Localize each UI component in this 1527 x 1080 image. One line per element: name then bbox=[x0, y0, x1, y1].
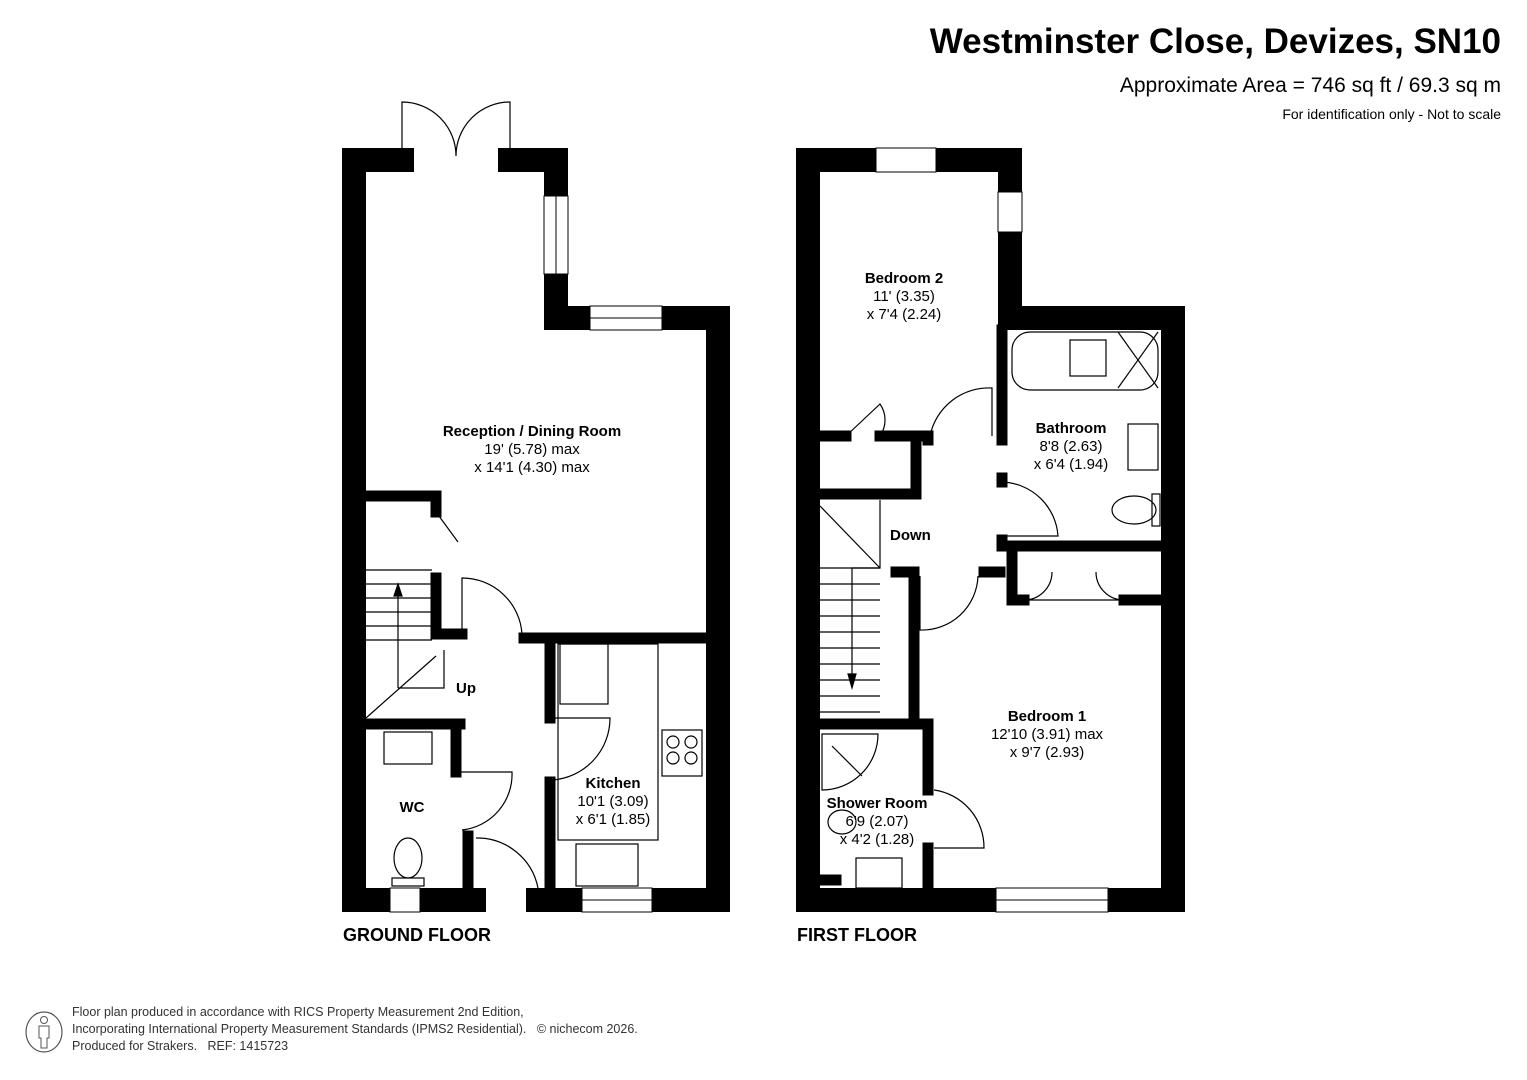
door bbox=[933, 789, 985, 849]
shower bbox=[821, 733, 879, 791]
room-dimension: 11' (3.35) bbox=[873, 288, 935, 305]
hob bbox=[661, 729, 703, 777]
footer-notes: Floor plan produced in accordance with R… bbox=[72, 1004, 638, 1055]
wc-fittings bbox=[383, 731, 433, 887]
door bbox=[550, 717, 611, 781]
room-name: Bedroom 1 bbox=[1008, 708, 1086, 725]
room-dimension: 10'1 (3.09) bbox=[577, 793, 648, 810]
room-name: Bathroom bbox=[1036, 420, 1107, 437]
copyright: © nichecom 2026. bbox=[536, 1022, 638, 1036]
first-floor-internal-walls bbox=[814, 324, 1168, 900]
ground-floor-outer-walls bbox=[342, 148, 730, 912]
room-dimension: x 7'4 (2.24) bbox=[867, 306, 942, 323]
room-name: Bedroom 2 bbox=[865, 270, 943, 287]
room-name: Shower Room bbox=[827, 795, 928, 812]
door bbox=[929, 387, 993, 437]
shower-room-fittings bbox=[821, 733, 903, 889]
footer-line: Produced for Strakers. REF: 1415723 bbox=[72, 1039, 289, 1053]
sink bbox=[575, 843, 639, 887]
footer-line: Floor plan produced in accordance with R… bbox=[72, 1005, 524, 1019]
room-dimension: x 14'1 (4.30) max bbox=[474, 459, 590, 476]
toilet bbox=[393, 837, 423, 879]
first-floor-plan: Bedroom 2 11' (3.35) x 7'4 (2.24) Bathro… bbox=[796, 147, 1185, 945]
room-dimension: 8'8 (2.63) bbox=[1040, 438, 1103, 455]
basin bbox=[383, 731, 433, 765]
room-dimension: 6'9 (2.07) bbox=[846, 813, 909, 830]
door bbox=[435, 511, 459, 543]
wardrobe-doors bbox=[1023, 571, 1125, 601]
door bbox=[475, 837, 539, 889]
french-doors bbox=[401, 101, 511, 160]
door bbox=[456, 771, 513, 831]
stairs-label: Down bbox=[890, 527, 931, 544]
person-icon bbox=[25, 1011, 63, 1053]
door bbox=[845, 403, 886, 437]
toilet bbox=[1111, 495, 1157, 525]
room-dimension: x 9'7 (2.93) bbox=[1010, 744, 1085, 761]
door bbox=[1001, 481, 1059, 537]
scale-note: For identification only - Not to scale bbox=[1282, 106, 1501, 122]
toilet bbox=[827, 809, 857, 835]
ground-floor-internal-walls bbox=[360, 490, 718, 900]
basin bbox=[855, 857, 903, 889]
room-name: Kitchen bbox=[585, 775, 640, 792]
room-name: WC bbox=[400, 799, 425, 816]
room-dimension: x 6'4 (1.94) bbox=[1034, 456, 1109, 473]
bathroom-fittings bbox=[1011, 331, 1161, 527]
footer-line: Incorporating International Property Mea… bbox=[72, 1022, 527, 1036]
ground-floor-plan: Reception / Dining Room 19' (5.78) max x… bbox=[342, 101, 730, 945]
approximate-area: Approximate Area = 746 sq ft / 69.3 sq m bbox=[1119, 74, 1501, 97]
door bbox=[461, 577, 523, 635]
door bbox=[919, 575, 979, 631]
stairs-label: Up bbox=[456, 680, 476, 697]
room-dimension: x 4'2 (1.28) bbox=[840, 831, 915, 848]
basin bbox=[1127, 423, 1159, 471]
room-name: Reception / Dining Room bbox=[443, 423, 621, 440]
room-dimension: 12'10 (3.91) max bbox=[991, 726, 1104, 743]
window bbox=[389, 887, 421, 913]
stairs-up bbox=[365, 569, 445, 719]
bath bbox=[1011, 331, 1159, 391]
window bbox=[875, 147, 937, 173]
floor-label: GROUND FLOOR bbox=[343, 925, 491, 945]
room-dimension: 19' (5.78) max bbox=[484, 441, 580, 458]
first-floor-outer-walls bbox=[796, 148, 1185, 912]
room-dimension: x 6'1 (1.85) bbox=[576, 811, 651, 828]
property-title: Westminster Close, Devizes, SN10 bbox=[929, 22, 1501, 61]
window bbox=[997, 191, 1023, 233]
kitchen-fittings bbox=[557, 643, 703, 887]
stairs-down bbox=[819, 500, 881, 713]
floor-label: FIRST FLOOR bbox=[797, 925, 917, 945]
